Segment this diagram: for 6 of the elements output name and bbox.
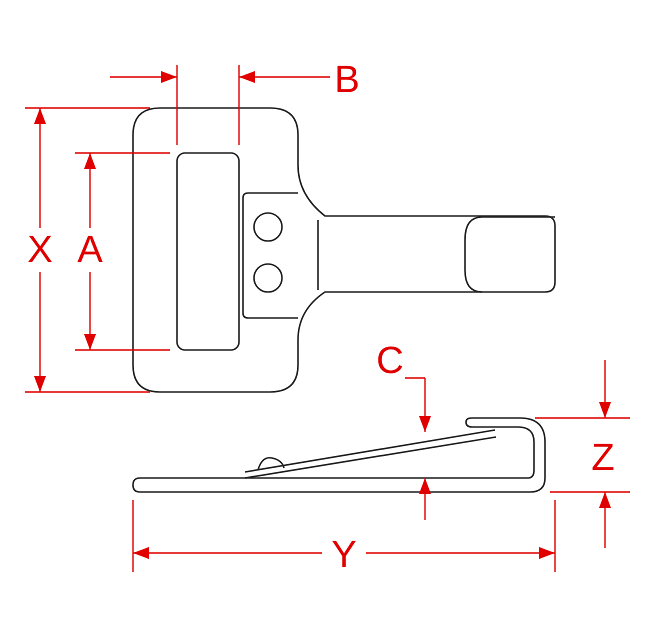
dimension-label: Z (591, 439, 615, 477)
dimension-label: X (27, 231, 53, 269)
dimension-label: A (77, 231, 103, 269)
dimension-label: C (376, 342, 404, 380)
dimension-label: B (334, 61, 360, 99)
dimension-label: Y (331, 536, 357, 574)
